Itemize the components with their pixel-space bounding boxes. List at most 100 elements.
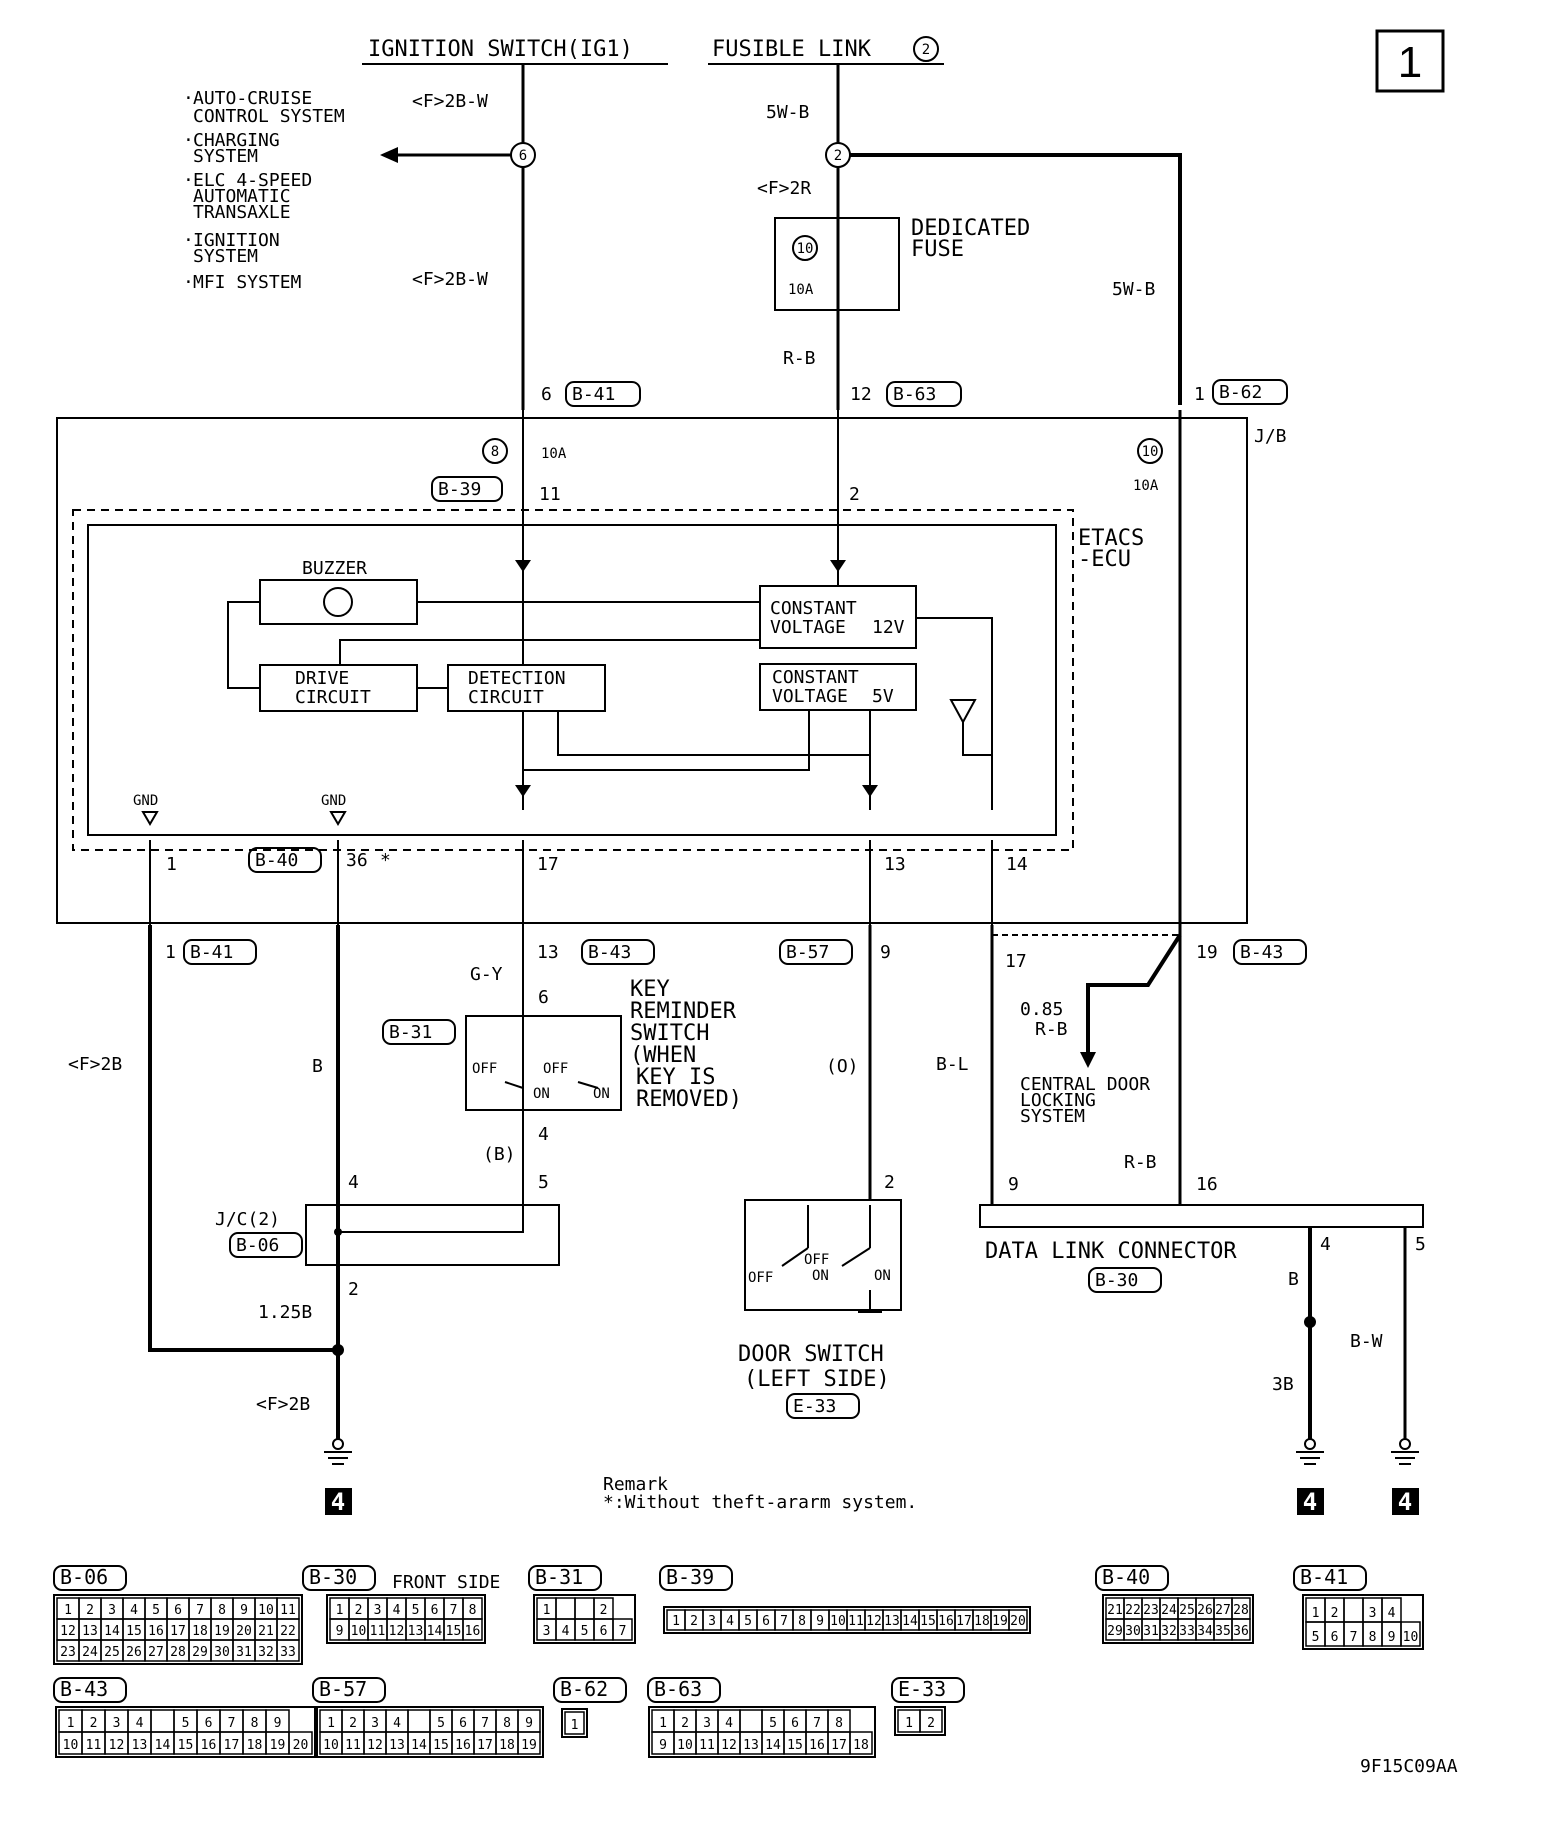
connector-pin-number: 6 bbox=[600, 1624, 608, 1639]
connector-pin-number: 8 bbox=[835, 1716, 843, 1731]
svg-text:GND: GND bbox=[133, 793, 158, 809]
svg-text:2: 2 bbox=[849, 484, 860, 505]
connector-pin-number: 6 bbox=[174, 1603, 182, 1618]
connector-pin-number: 25 bbox=[1179, 1603, 1195, 1618]
svg-text:·: · bbox=[183, 130, 194, 151]
fusible-link-number: 2 bbox=[922, 42, 930, 58]
svg-text:B-43: B-43 bbox=[60, 1677, 108, 1701]
svg-text:B-62: B-62 bbox=[560, 1677, 608, 1701]
svg-text:LOCKING: LOCKING bbox=[1020, 1090, 1096, 1111]
svg-text:8: 8 bbox=[491, 444, 499, 460]
svg-text:5: 5 bbox=[1415, 1234, 1426, 1255]
constant-voltage-5v-block bbox=[759, 663, 917, 711]
svg-text:5W-B: 5W-B bbox=[1112, 279, 1155, 300]
connector-pin-number: 26 bbox=[126, 1645, 142, 1660]
connector-pin-cell bbox=[462, 1618, 483, 1641]
connector-pin-number: 3 bbox=[708, 1614, 716, 1629]
connector-pin-number: 9 bbox=[816, 1614, 824, 1629]
svg-text:B-06: B-06 bbox=[60, 1565, 108, 1589]
connector-pin-number: 3 bbox=[543, 1624, 551, 1639]
connector-face-b39 bbox=[663, 1606, 1031, 1634]
svg-text:4: 4 bbox=[1398, 1488, 1412, 1516]
connector-pin-number: 13 bbox=[408, 1624, 424, 1639]
connector-pin-number: 13 bbox=[389, 1738, 405, 1753]
connector-pin-number: 1 bbox=[905, 1716, 913, 1731]
connector-pin-number: 10 bbox=[1403, 1630, 1419, 1645]
connector-pin-number: 22 bbox=[1125, 1603, 1141, 1618]
connector-pin-number: 21 bbox=[258, 1624, 274, 1639]
connector-pin-cell bbox=[555, 1597, 576, 1620]
svg-text:-ECU: -ECU bbox=[1078, 547, 1131, 572]
svg-text:R-B: R-B bbox=[1124, 1152, 1157, 1173]
connector-pin-number: 9 bbox=[240, 1603, 248, 1618]
connector-pin-number: 28 bbox=[170, 1645, 186, 1660]
key-reminder-switch bbox=[465, 1015, 622, 1111]
svg-text:DATA LINK CONNECTOR: DATA LINK CONNECTOR bbox=[985, 1239, 1237, 1264]
svg-text:(B): (B) bbox=[483, 1144, 516, 1165]
connector-pin-number: 14 bbox=[765, 1738, 781, 1753]
ground-symbol bbox=[324, 1438, 352, 1465]
connector-pin-number: 8 bbox=[469, 1603, 477, 1618]
connector-face-b57 bbox=[316, 1706, 544, 1758]
svg-text:B-43: B-43 bbox=[588, 942, 631, 963]
connector-pin-number: 10 bbox=[258, 1603, 274, 1618]
svg-text:2: 2 bbox=[884, 1172, 895, 1193]
connector-pin-number: 2 bbox=[1331, 1606, 1339, 1621]
connector-pin-number: 12 bbox=[389, 1624, 405, 1639]
svg-text:MFI SYSTEM: MFI SYSTEM bbox=[193, 272, 302, 293]
svg-text:B-57: B-57 bbox=[319, 1677, 367, 1701]
connector-pin-number: 2 bbox=[349, 1716, 357, 1731]
svg-text:IGNITION: IGNITION bbox=[193, 230, 280, 251]
connector-pin-cell bbox=[1231, 1618, 1251, 1641]
connector-pin-number: 5 bbox=[437, 1716, 445, 1731]
svg-text:R-B: R-B bbox=[783, 348, 816, 369]
connector-pin-number: 10 bbox=[677, 1738, 693, 1753]
svg-text:2: 2 bbox=[348, 1279, 359, 1300]
joint-connector bbox=[305, 1204, 560, 1266]
connector-pin-number: 5 bbox=[769, 1716, 777, 1731]
connector-pin-number: 23 bbox=[1143, 1603, 1159, 1618]
connector-pin-cell bbox=[612, 1618, 633, 1641]
connector-pin-number: 8 bbox=[218, 1603, 226, 1618]
connector-pin-number: 14 bbox=[411, 1738, 427, 1753]
diagram-id: 9F15C09AA bbox=[1360, 1756, 1458, 1777]
connector-pin-number: 17 bbox=[224, 1738, 240, 1753]
connector-face-b63 bbox=[648, 1706, 876, 1758]
connector-pin-number: 33 bbox=[280, 1645, 296, 1660]
svg-text:B-31: B-31 bbox=[389, 1022, 432, 1043]
connector-pin-number: 26 bbox=[1197, 1603, 1213, 1618]
connector-pin-number: 14 bbox=[427, 1624, 443, 1639]
svg-text:CIRCUIT: CIRCUIT bbox=[468, 687, 544, 708]
connector-pin-number: 20 bbox=[236, 1624, 252, 1639]
connector-pin-number: 16 bbox=[938, 1614, 954, 1629]
connector-pin-number: 12 bbox=[721, 1738, 737, 1753]
connector-pin-number: 28 bbox=[1233, 1603, 1249, 1618]
connector-pin-number: 18 bbox=[192, 1624, 208, 1639]
svg-text:J/B: J/B bbox=[1254, 426, 1287, 447]
connector-pin-number: 5 bbox=[581, 1624, 589, 1639]
connector-pin-number: 31 bbox=[236, 1645, 252, 1660]
connector-pin-number: 1 bbox=[1312, 1606, 1320, 1621]
svg-text:KEY IS: KEY IS bbox=[636, 1065, 715, 1090]
connector-pin-number: 30 bbox=[1125, 1624, 1141, 1639]
connector-pin-number: 1 bbox=[64, 1603, 72, 1618]
connector-pin-number: 5 bbox=[1312, 1630, 1320, 1645]
svg-text:3B: 3B bbox=[1272, 1374, 1294, 1395]
svg-text:OFF: OFF bbox=[804, 1252, 829, 1268]
key-reminder-label: KEY REMINDER SWITCH (WHEN KEY IS REMOVED… bbox=[630, 977, 742, 1112]
svg-text:DOOR SWITCH: DOOR SWITCH bbox=[738, 1342, 884, 1367]
svg-text:B-41: B-41 bbox=[190, 942, 233, 963]
connector-pin-number: 7 bbox=[780, 1614, 788, 1629]
connector-pin-number: 22 bbox=[280, 1624, 296, 1639]
connector-pin-number: 8 bbox=[503, 1716, 511, 1731]
svg-text:4: 4 bbox=[1320, 1234, 1331, 1255]
svg-text:OFF: OFF bbox=[543, 1061, 568, 1077]
connector-pin-number: 35 bbox=[1215, 1624, 1231, 1639]
detection-circuit-block bbox=[447, 664, 606, 712]
connector-pin-number: 32 bbox=[1161, 1624, 1177, 1639]
svg-text:AUTOMATIC: AUTOMATIC bbox=[193, 186, 291, 207]
connector-pin-number: 3 bbox=[703, 1716, 711, 1731]
connector-pin-number: 11 bbox=[370, 1624, 386, 1639]
connector-pin-number: 14 bbox=[104, 1624, 120, 1639]
